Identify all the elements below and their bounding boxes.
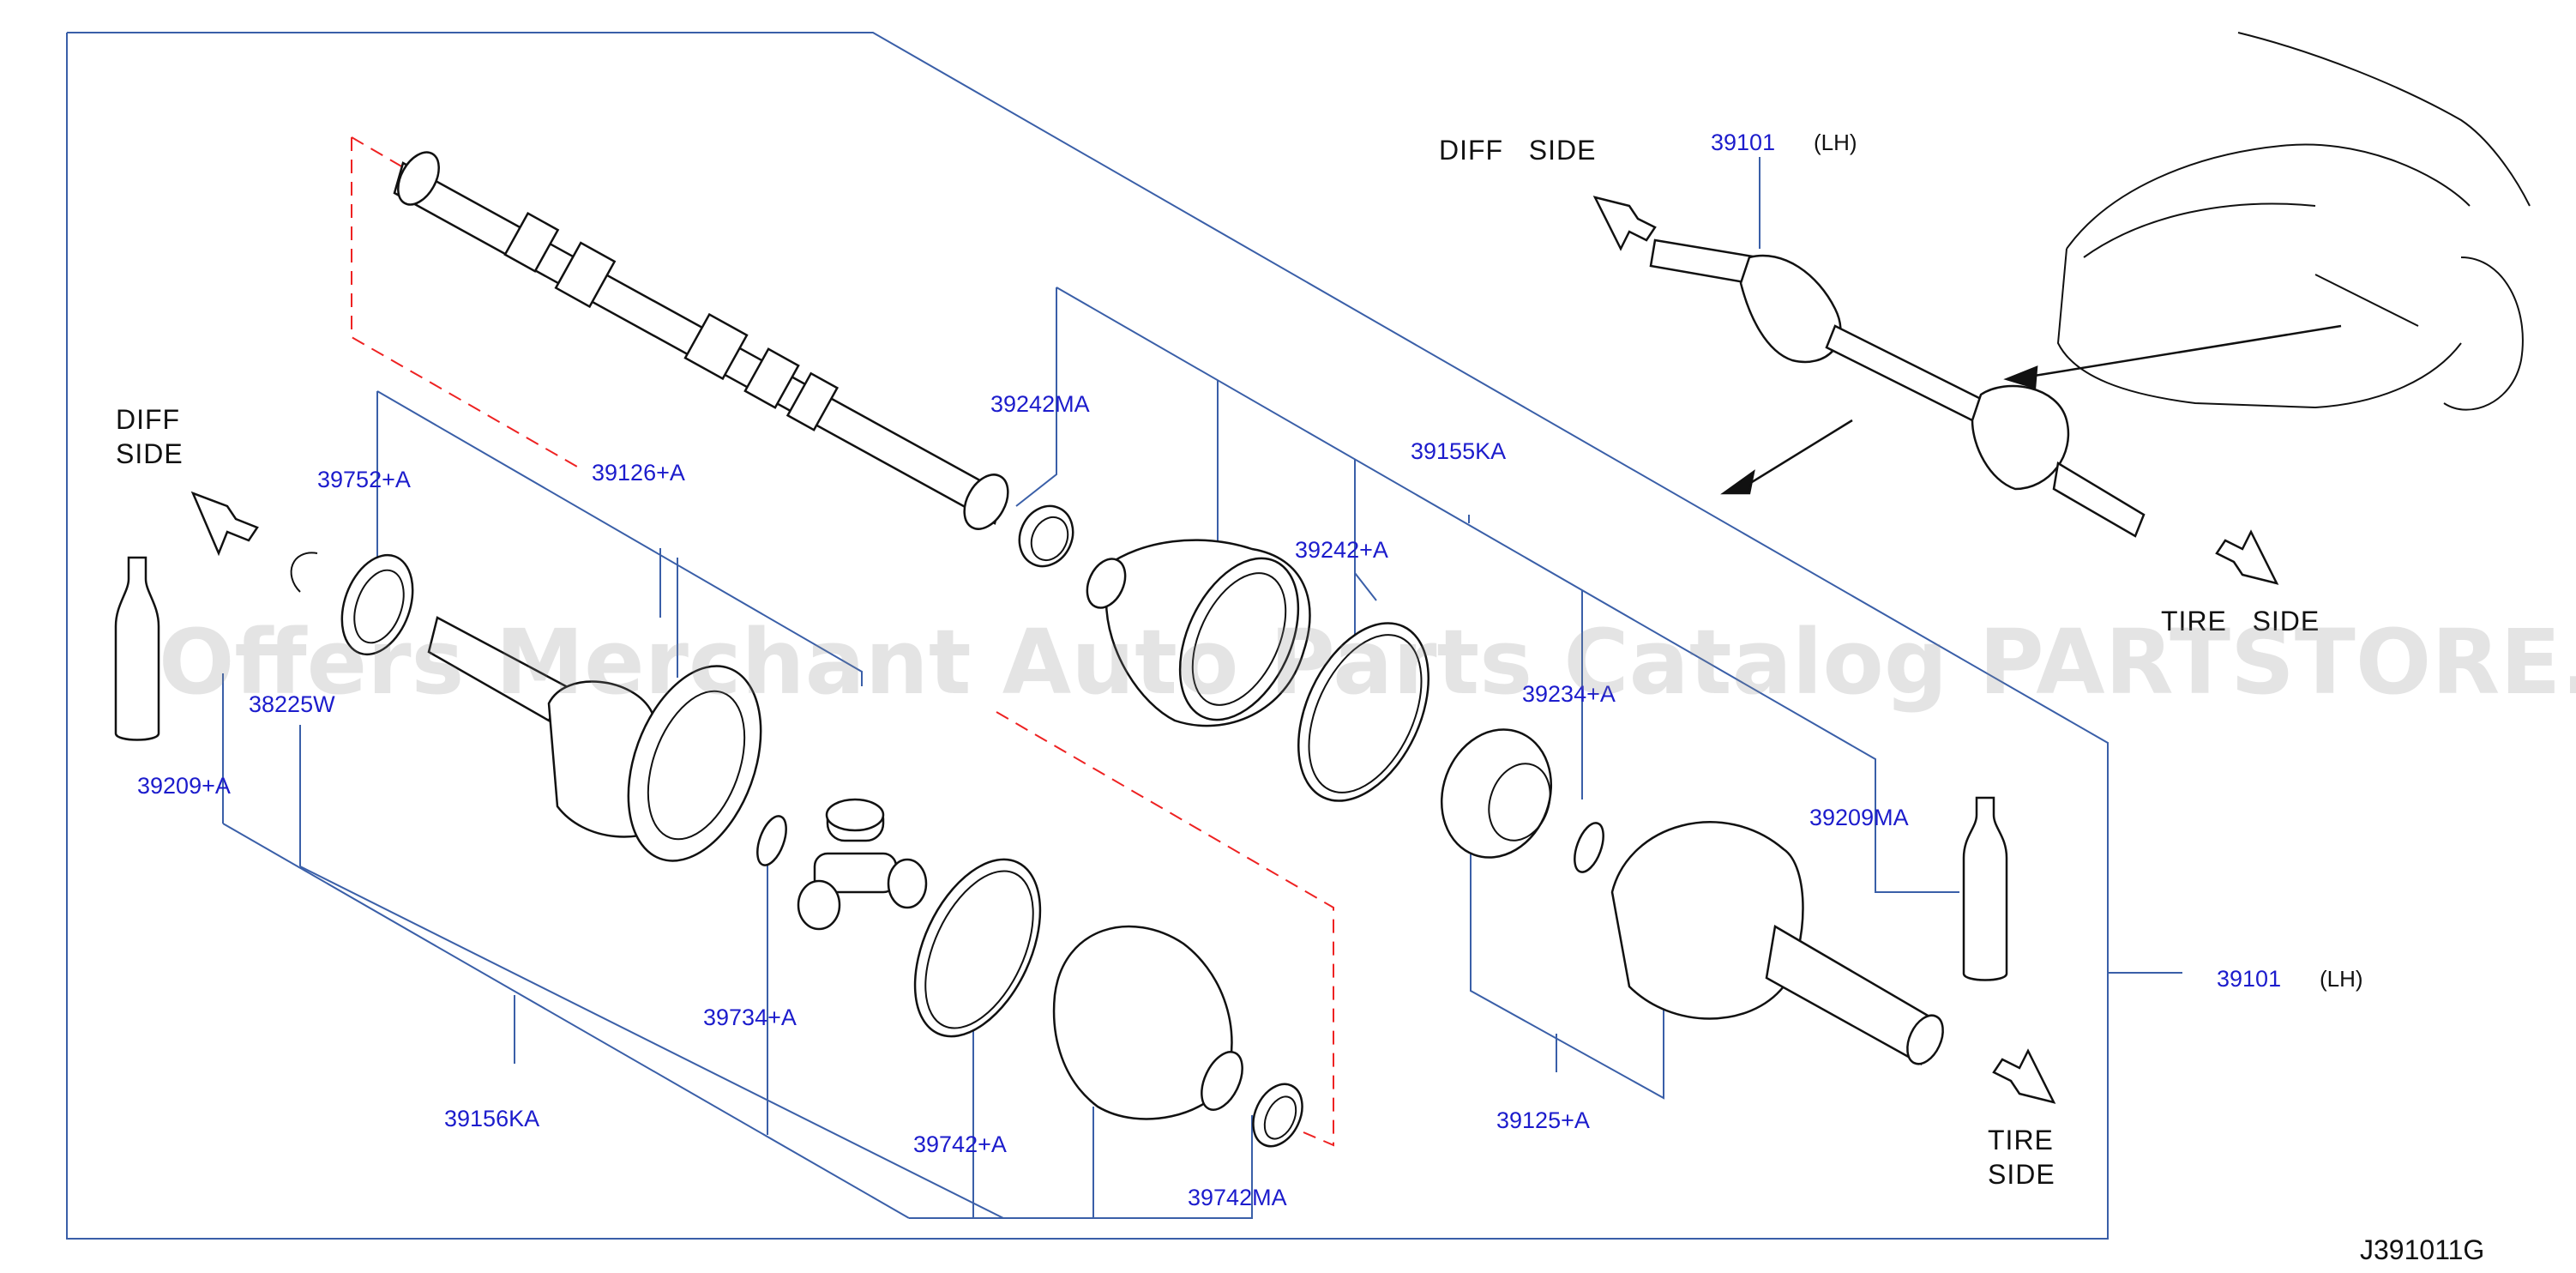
lh-right: (LH) <box>2320 966 2363 992</box>
part-39242ma[interactable]: 39242MA <box>990 391 1090 417</box>
dashed-outlines <box>351 136 1334 1147</box>
part-39209a[interactable]: 39209+A <box>137 773 231 799</box>
hollow-arrow-icon <box>190 491 259 557</box>
hollow-arrow-icon <box>1992 1048 2056 1104</box>
shaft-assembly-top <box>1649 238 2146 538</box>
part-38225w[interactable]: 38225W <box>249 691 335 717</box>
tire-side-bottom-2: SIDE <box>1988 1159 2055 1190</box>
part-39156ka[interactable]: 39156KA <box>444 1106 539 1131</box>
vehicle-outline-icon <box>2056 32 2531 411</box>
part-39101-top[interactable]: 39101 <box>1711 130 1775 155</box>
part-39234a[interactable]: 39234+A <box>1522 681 1616 707</box>
hollow-arrow-icon <box>2215 529 2279 585</box>
upper-shaft <box>393 151 1009 530</box>
diff-side-left-2: SIDE <box>116 438 184 469</box>
tire-side-bottom-1: TIRE <box>1988 1125 2054 1155</box>
side-labels: DIFF SIDE DIFF SIDE TIRE SIDE TIRE SIDE <box>116 135 2320 1190</box>
inner-boot <box>1052 925 1243 1120</box>
band-39242a <box>1297 622 1430 802</box>
arrow-icon <box>1720 469 1755 495</box>
part-39242a[interactable]: 39242+A <box>1295 537 1388 563</box>
part-39752a[interactable]: 39752+A <box>317 467 411 492</box>
main-frame <box>66 32 2182 1240</box>
arrow-icon <box>2003 365 2038 389</box>
part-39742ma[interactable]: 39742MA <box>1188 1185 1287 1210</box>
grease-tube-right <box>1962 796 2008 981</box>
part-number-labels: 39101 (LH) 39101 (LH) 39242MA 39155KA 39… <box>137 130 2363 1210</box>
diff-side-left-1: DIFF <box>116 404 180 435</box>
arrows-top <box>190 196 2342 1104</box>
part-39742a[interactable]: 39742+A <box>913 1131 1007 1157</box>
part-39126a[interactable]: 39126+A <box>592 460 685 486</box>
part-39125a[interactable]: 39125+A <box>1496 1107 1590 1133</box>
band-39742a <box>913 858 1042 1038</box>
part-39209ma[interactable]: 39209MA <box>1809 805 1909 830</box>
frame-outline <box>66 32 2109 1240</box>
outer-joint-39125a <box>1610 821 1944 1065</box>
arrow-icon <box>2023 324 2342 379</box>
outer-boot <box>1086 539 1311 727</box>
hollow-arrow-icon <box>1592 196 1657 251</box>
lh-top: (LH) <box>1814 130 1857 155</box>
leader-lines <box>222 157 1959 1219</box>
watermark: Offers Merchant Auto Parts Catalog PARTS… <box>159 610 2576 715</box>
tire-side-top: TIRE SIDE <box>2161 606 2320 636</box>
arrow-icon <box>1740 419 1853 491</box>
grease-tube-left <box>114 556 160 741</box>
seal-39752a <box>290 552 414 656</box>
inner-race-39234a <box>1440 728 1604 873</box>
diff-side-top: DIFF SIDE <box>1439 135 1596 166</box>
clamp-39242ma <box>1018 504 1074 568</box>
drawing-code: J391011G <box>2360 1234 2484 1265</box>
clamp-39742ma <box>1252 1083 1303 1148</box>
part-39155ka[interactable]: 39155KA <box>1411 438 1506 464</box>
part-39734a[interactable]: 39734+A <box>703 1005 797 1030</box>
tripod-39734a <box>756 798 928 931</box>
part-39101-right[interactable]: 39101 <box>2217 966 2281 992</box>
inner-housing <box>427 616 762 862</box>
